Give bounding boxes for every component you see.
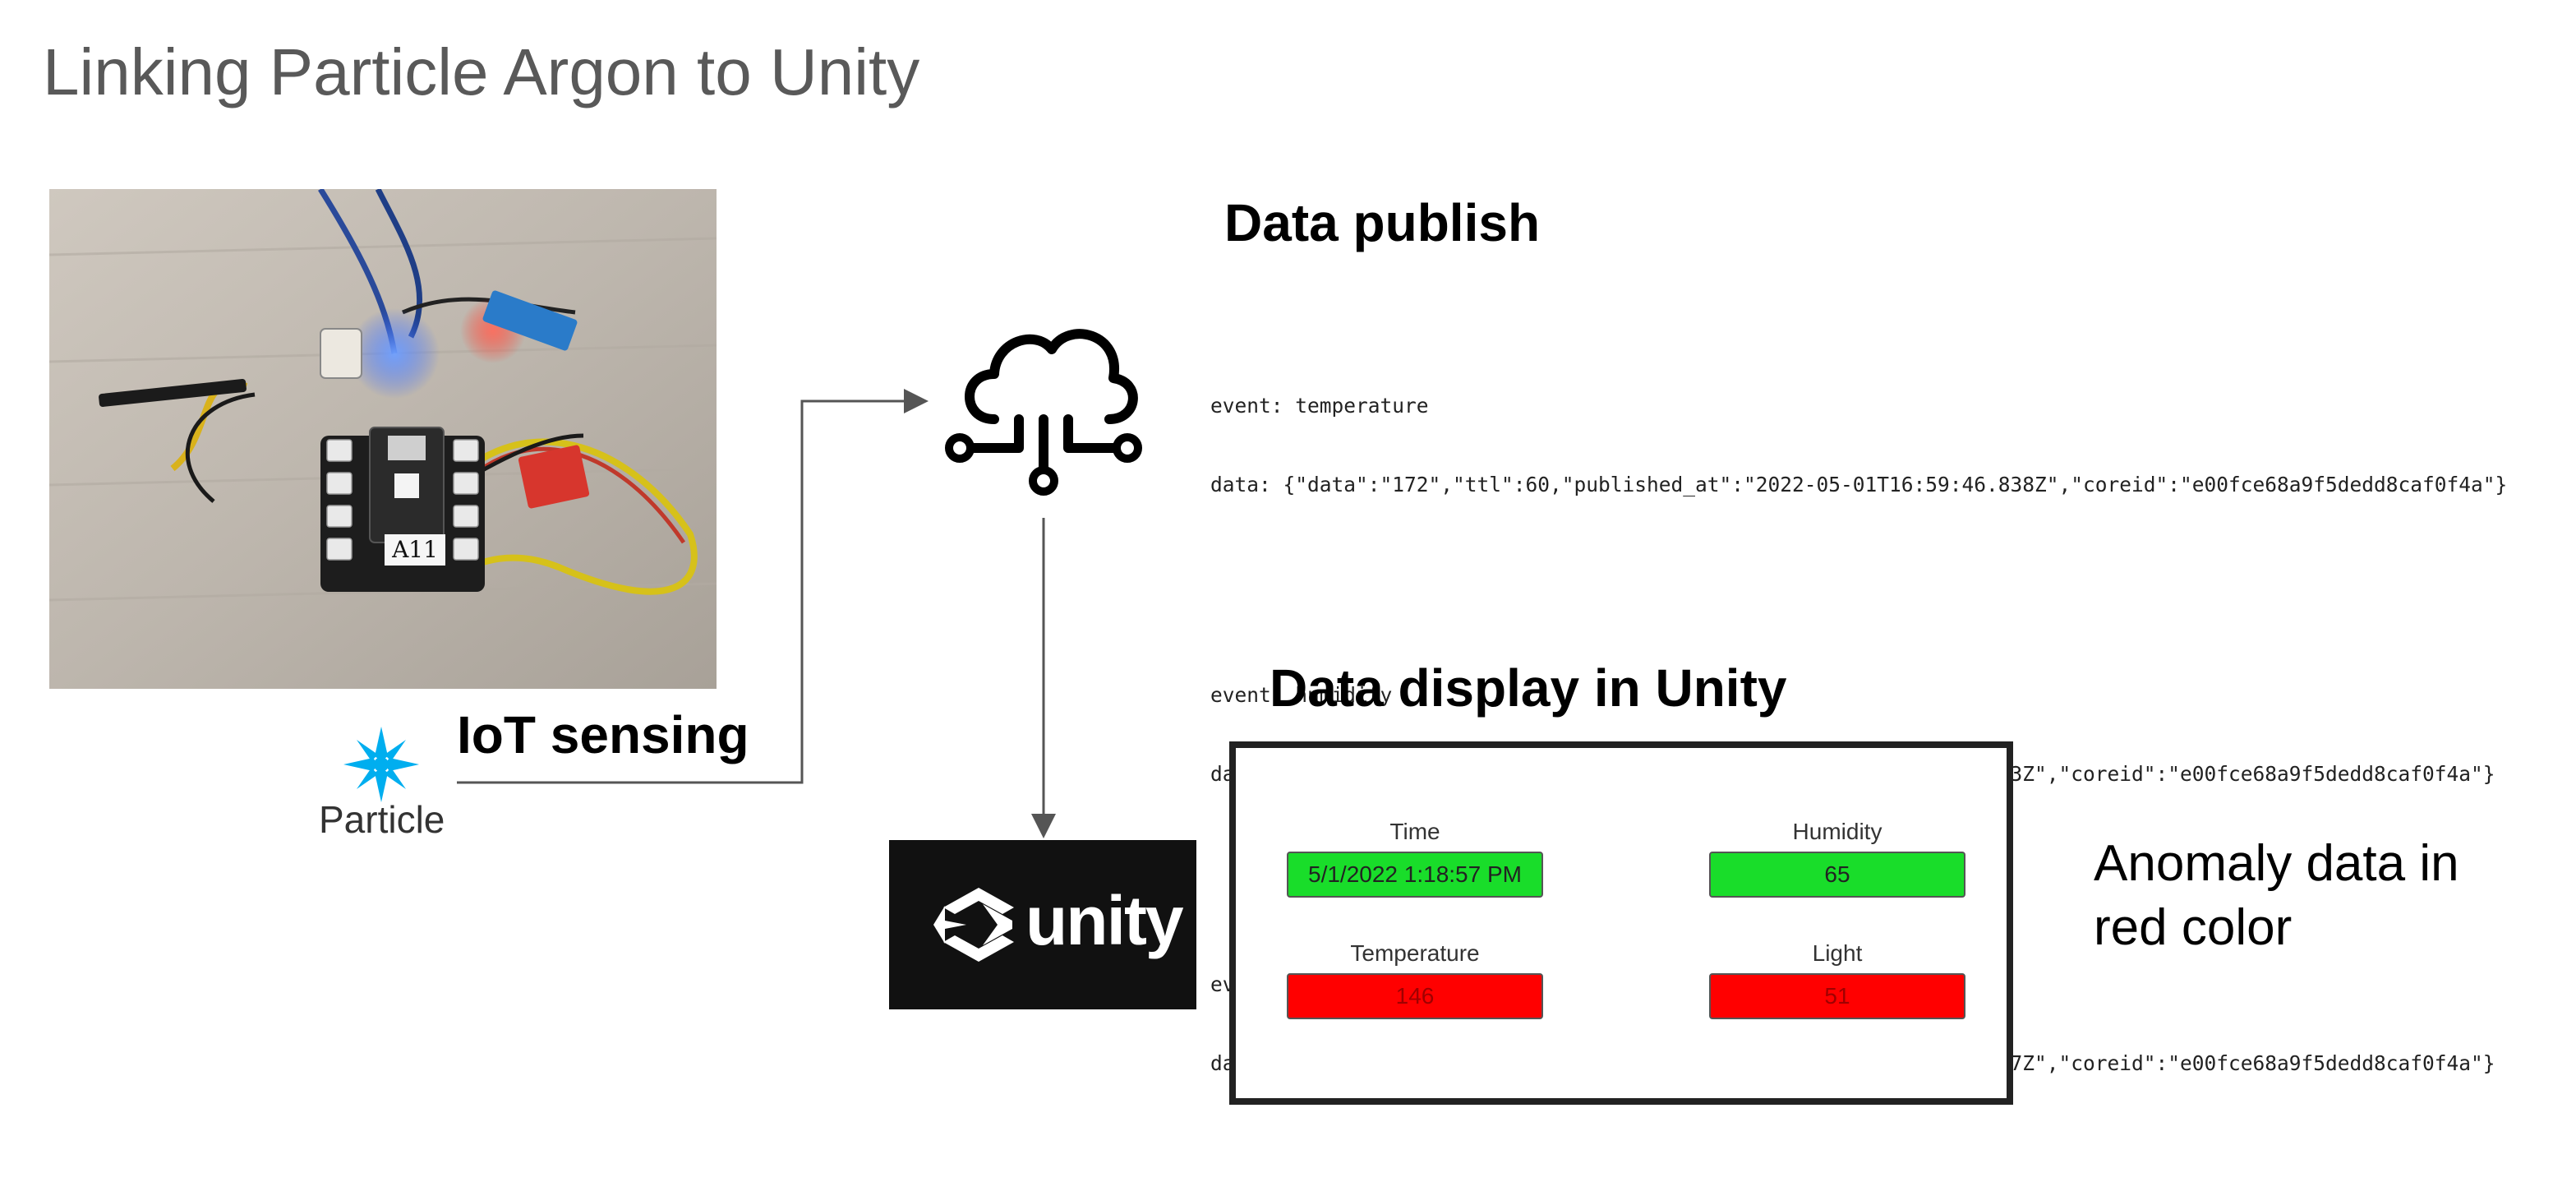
unity-dashboard-panel: Time 5/1/2022 1:18:57 PM Humidity 65 Tem… <box>1229 741 2013 1105</box>
event-name: event: temperature <box>1210 394 1429 418</box>
field-label-light: Light <box>1812 940 1863 966</box>
data-publish-heading: Data publish <box>1224 193 1541 252</box>
particle-brand-label: Particle <box>319 798 445 841</box>
field-value-humidity: 65 <box>1709 852 1965 898</box>
hardware-photo: A11 <box>49 189 717 689</box>
field-label-temperature: Temperature <box>1350 940 1480 966</box>
field-value-time: 5/1/2022 1:18:57 PM <box>1287 852 1543 898</box>
event-name: event: humidity <box>1210 683 1393 707</box>
event-entry: event: temperature data: {"data":"172","… <box>1210 340 2507 551</box>
unity-cube-icon <box>933 888 1014 962</box>
page-title: Linking Particle Argon to Unity <box>43 35 920 109</box>
anomaly-note-line1: Anomaly data in <box>2094 835 2459 892</box>
field-label-time: Time <box>1389 819 1440 844</box>
iot-sensing-heading: IoT sensing <box>457 705 749 764</box>
field-label-humidity: Humidity <box>1792 819 1882 844</box>
particle-logo-icon <box>343 727 419 802</box>
cloud-network-icon <box>945 329 1142 496</box>
unity-wordmark: unity <box>1025 882 1184 959</box>
data-display-heading: Data display in Unity <box>1270 658 1787 718</box>
event-data: data: {"data":"172","ttl":60,"published_… <box>1210 473 2508 496</box>
anomaly-note: Anomaly data in red color <box>2094 832 2554 960</box>
anomaly-note-line2: red color <box>2094 899 2293 956</box>
field-value-temperature: 146 <box>1287 973 1543 1019</box>
field-value-light: 51 <box>1709 973 1965 1019</box>
svg-text:A11: A11 <box>391 536 438 563</box>
